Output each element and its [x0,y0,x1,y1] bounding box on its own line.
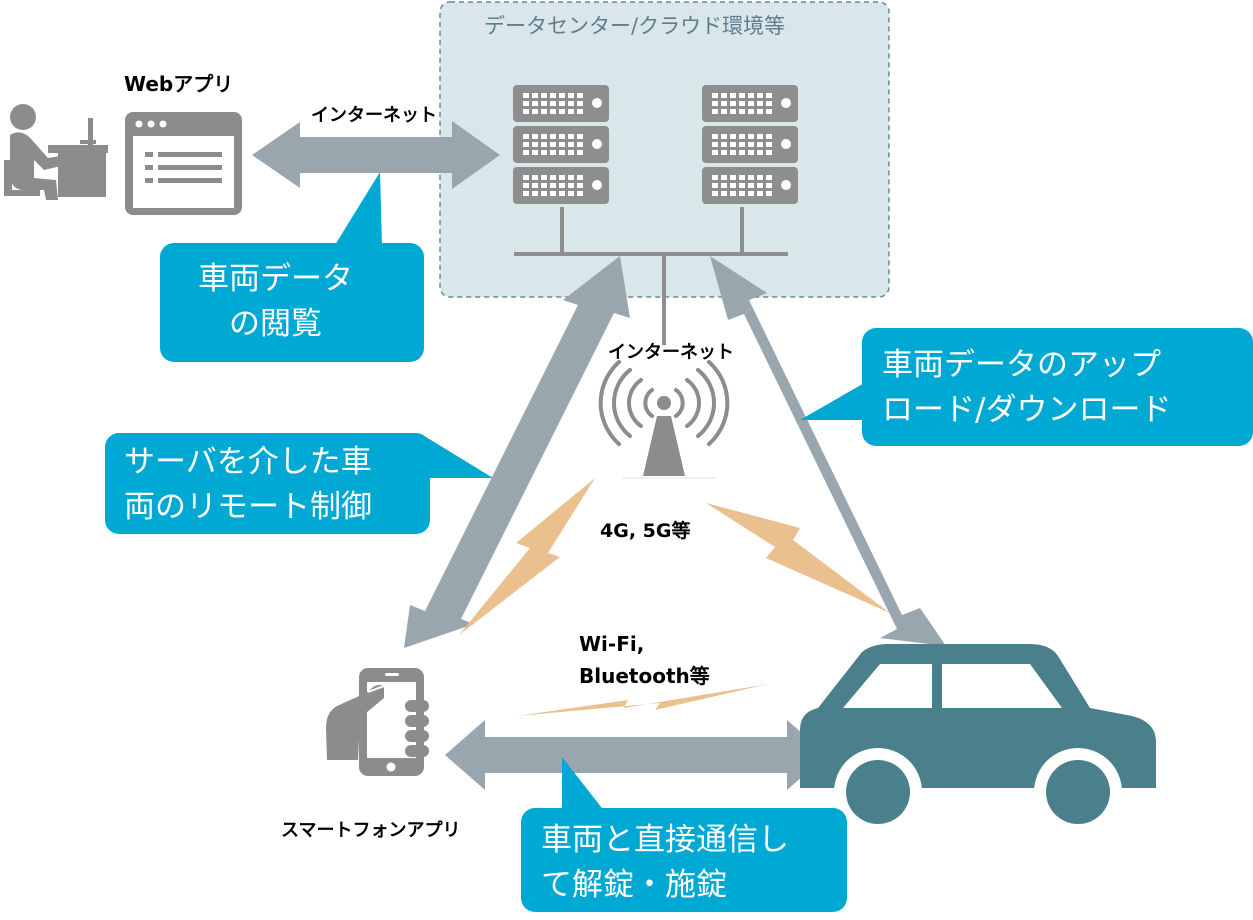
arrow-server-to-phone [404,256,630,648]
wifi-label-line2: Bluetooth等 [579,664,710,688]
callout-remote-text: サーバを介した車 両のリモート制御 [124,444,372,525]
browser-window-icon [125,112,242,215]
server-network-lines [514,207,788,345]
smartphone-app-label: スマートフォンアプリ [281,820,461,841]
lightning-icon [706,503,890,613]
arrow-phone-to-car [445,720,827,790]
lightning-icon [517,684,768,716]
antenna-icon [598,360,730,446]
person-at-desk-icon [4,104,108,200]
server-rack-icon [513,85,609,204]
internet-label-middle: インターネット [608,342,734,363]
cellular-label: 4G, 5G等 [600,520,691,542]
internet-label-top: インターネット [311,105,437,126]
arrow-server-to-car [710,256,946,646]
arrow-web-to-server [252,121,500,189]
datacenter-title: データセンター/クラウド環境等 [484,14,786,38]
callout-remote [105,433,493,534]
callout-direct [521,757,847,912]
callout-direct-text: 車両と直接通信し て解錠・施錠 [541,822,789,903]
car-icon [790,644,1170,848]
wifi-label-line1: Wi-Fi, [579,632,645,656]
callout-browse [160,172,424,362]
hand-smartphone-icon [326,668,429,776]
server-rack-icon [702,85,798,204]
web-app-label: Webアプリ [124,72,234,96]
antenna-mast [622,396,716,479]
callout-updown-text: 車両データのアップ ロード/ダウンロード [882,347,1172,428]
callout-browse-text: 車両データ の閲覧 [198,261,353,342]
lightning-icon [459,478,595,635]
callout-updown [800,328,1253,446]
